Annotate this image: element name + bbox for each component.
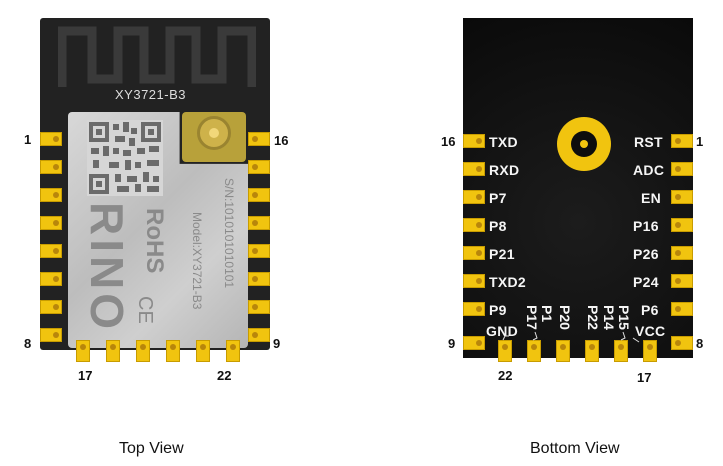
pin-label-adc: ADC bbox=[633, 162, 665, 178]
antenna-trace bbox=[58, 26, 256, 87]
pad bbox=[463, 274, 485, 288]
bottom-pin-number-16: 16 bbox=[441, 134, 456, 149]
pin-label-p26: P26 bbox=[633, 246, 659, 262]
pad bbox=[136, 340, 150, 362]
pad bbox=[40, 132, 62, 146]
pin-number-16: 16 bbox=[274, 133, 289, 148]
bottom-view-caption: Bottom View bbox=[530, 440, 620, 457]
ipex-connector-center bbox=[209, 128, 219, 138]
pad bbox=[498, 340, 512, 362]
pad bbox=[671, 190, 693, 204]
top-view-caption: Top View bbox=[119, 440, 184, 457]
pad bbox=[463, 336, 485, 350]
shield-rohs: RoHS bbox=[141, 208, 168, 274]
bottom-pin-number-1: 1 bbox=[696, 134, 704, 149]
shield-ce: CE bbox=[134, 296, 156, 324]
pin-label-p8: P8 bbox=[489, 218, 507, 234]
pin-number-17: 17 bbox=[78, 368, 93, 383]
pin-number-9: 9 bbox=[273, 336, 281, 351]
pad bbox=[643, 340, 657, 362]
pad bbox=[40, 160, 62, 174]
pad bbox=[671, 162, 693, 176]
pad bbox=[463, 190, 485, 204]
pad bbox=[40, 244, 62, 258]
qr-code bbox=[87, 120, 163, 196]
pad bbox=[463, 134, 485, 148]
pin-label-txd2: TXD2 bbox=[489, 274, 526, 290]
pad bbox=[248, 188, 270, 202]
pad bbox=[196, 340, 210, 362]
pad bbox=[463, 162, 485, 176]
pad bbox=[40, 272, 62, 286]
pin-label-txd: TXD bbox=[489, 134, 518, 150]
pin-label-p24: P24 bbox=[633, 274, 659, 290]
pin-label-p7: P7 bbox=[489, 190, 507, 206]
pad bbox=[166, 340, 180, 362]
bottom-pin-number-9: 9 bbox=[448, 336, 456, 351]
pin-label-gnd: GND bbox=[486, 323, 519, 339]
pad bbox=[671, 246, 693, 260]
pin-label-rst: RST bbox=[634, 134, 663, 150]
pad bbox=[40, 300, 62, 314]
bottom-pin-number-17: 17 bbox=[637, 370, 652, 385]
bottom-view-board bbox=[463, 18, 693, 358]
pin-number-8: 8 bbox=[24, 336, 32, 351]
pin-label-p16: P16 bbox=[633, 218, 659, 234]
pin-label-vcc: VCC bbox=[635, 323, 666, 339]
pad bbox=[248, 244, 270, 258]
pad bbox=[248, 132, 270, 146]
pad bbox=[671, 336, 693, 350]
shield-brand: RINO bbox=[81, 202, 133, 333]
pad bbox=[40, 328, 62, 342]
pad bbox=[463, 246, 485, 260]
pad bbox=[248, 272, 270, 286]
pad bbox=[671, 134, 693, 148]
pin-number-22: 22 bbox=[217, 368, 232, 383]
pin-label-rxd: RXD bbox=[489, 162, 520, 178]
bottom-pin-number-22: 22 bbox=[498, 368, 513, 383]
pin-label-p21: P21 bbox=[489, 246, 515, 262]
module-model-label: XY3721-B3 bbox=[115, 87, 186, 102]
pad bbox=[248, 160, 270, 174]
pad bbox=[40, 216, 62, 230]
pad bbox=[76, 340, 90, 362]
pad bbox=[527, 340, 541, 362]
pad bbox=[463, 218, 485, 232]
pad bbox=[248, 216, 270, 230]
pad bbox=[40, 188, 62, 202]
pad bbox=[463, 302, 485, 316]
bottom-pin-number-8: 8 bbox=[696, 336, 704, 351]
shield-model: Model:XY3721-B3 bbox=[190, 212, 204, 310]
pin-label-p9: P9 bbox=[489, 302, 507, 318]
pin-label-en: EN bbox=[641, 190, 662, 206]
pad bbox=[585, 340, 599, 362]
pad bbox=[671, 302, 693, 316]
pad bbox=[671, 274, 693, 288]
pin-label-p6: P6 bbox=[641, 302, 659, 318]
pin-leader-lines bbox=[502, 331, 640, 343]
shield-serial: S/N:1010101010101 bbox=[222, 178, 236, 289]
pad bbox=[614, 340, 628, 362]
pad bbox=[226, 340, 240, 362]
pad bbox=[556, 340, 570, 362]
pad bbox=[248, 300, 270, 314]
pad bbox=[248, 328, 270, 342]
ground-pad-center bbox=[580, 140, 588, 148]
pad bbox=[671, 218, 693, 232]
pin-number-1: 1 bbox=[24, 132, 32, 147]
pad bbox=[106, 340, 120, 362]
